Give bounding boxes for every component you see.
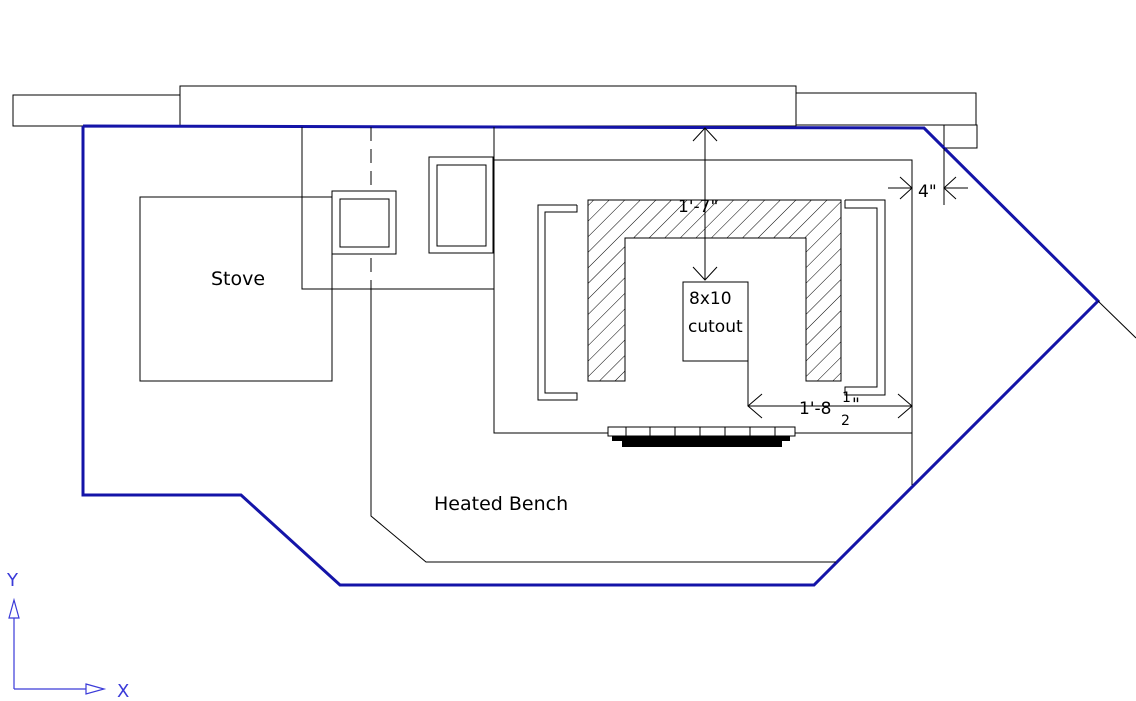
vertical-dimension-text: 1'-7" [678, 197, 718, 217]
stove-pipe [331, 190, 397, 255]
gap-dimension-text: 4" [918, 182, 937, 202]
vertical-dimension [692, 127, 718, 281]
horizontal-dimension-text: 1'-8 [799, 399, 831, 419]
right-bracket [844, 199, 886, 396]
cutout-label-line1: 8x10 [689, 289, 732, 309]
hatched-core [587, 199, 842, 382]
gap-dimension [888, 176, 968, 200]
stove-label: Stove [211, 268, 265, 290]
ucs-axis-icon [8, 597, 107, 695]
axis-x-label: X [117, 681, 129, 701]
axis-y-label: Y [6, 570, 19, 591]
firebox-door [428, 156, 494, 254]
bench-outline [81, 124, 1101, 587]
top-wall [12, 85, 978, 149]
cutout-box [682, 281, 749, 362]
horizontal-dimension-numerator: 1 [842, 390, 851, 406]
cutout-label-line2: cutout [688, 317, 743, 337]
grate [607, 426, 796, 447]
horizontal-dimension-inch: " [852, 395, 860, 415]
horizontal-dimension-denominator: 2 [841, 413, 850, 429]
construction-lines [301, 127, 1136, 563]
horizontal-dimension [747, 393, 913, 419]
left-bracket [537, 204, 578, 401]
heated-bench-label: Heated Bench [434, 493, 568, 515]
